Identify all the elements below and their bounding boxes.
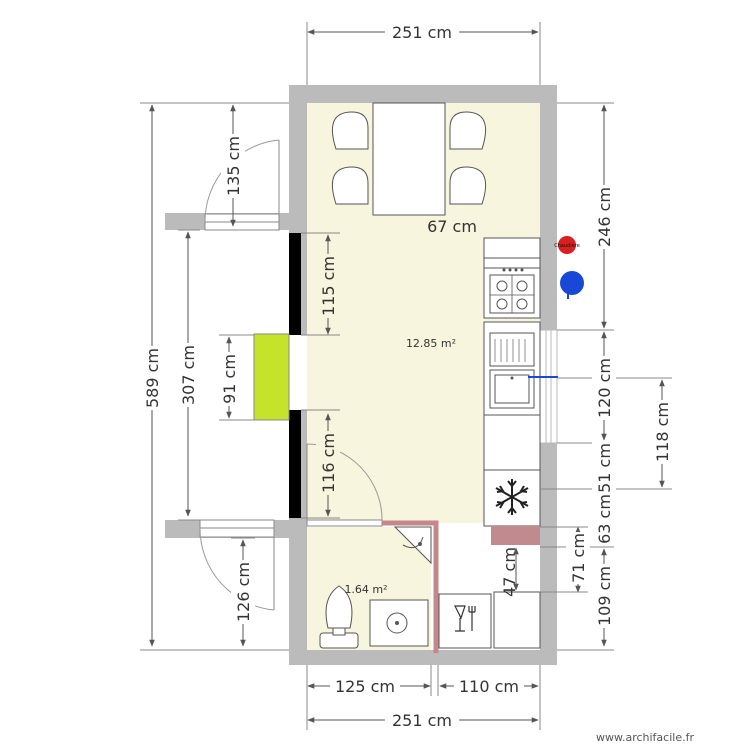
dim-right-109: 109 cm [595, 566, 614, 626]
dim-right-71: 71 cm [569, 533, 588, 583]
dishwasher-icon [438, 593, 492, 649]
cooktop-icon [489, 268, 535, 314]
svg-text:Chaudière: Chaudière [554, 242, 580, 249]
dim-label-bg [454, 675, 524, 697]
dim-window: 91 cm [220, 354, 239, 404]
boiler-icon: Chaudière [554, 236, 580, 254]
dim-right-246: 246 cm [595, 187, 614, 247]
dim-door-bottom: 126 cm [234, 562, 253, 622]
dim-bottom-right: 110 cm [459, 677, 519, 696]
dim-wall-116: 116 cm [319, 433, 338, 493]
dim-top-width: 251 cm [392, 23, 452, 42]
bathroom-partition [382, 520, 439, 653]
dim-inner-67: 67 cm [427, 217, 477, 236]
dim-door-top: 135 cm [224, 136, 243, 196]
snowflake-icon [495, 479, 529, 515]
dim-label-bg [385, 21, 459, 43]
dim-wall-115: 115 cm [319, 256, 338, 316]
dim-right-120: 120 cm [595, 358, 614, 418]
appliance-cabinet [493, 591, 541, 649]
wall-segment-upper [289, 233, 301, 335]
dining-table [332, 102, 486, 216]
dim-label-bg [330, 675, 400, 697]
chair-icon [332, 166, 369, 205]
water-heater-icon [560, 271, 584, 299]
extension-lines [140, 22, 672, 730]
chair-icon [449, 111, 486, 150]
dim-label-bg [385, 709, 459, 731]
kitchen-area-label: 12.85 m² [406, 337, 456, 350]
toilet-icon [319, 585, 359, 649]
dim-right-118: 118 cm [653, 402, 672, 462]
corner-sink-icon [393, 526, 432, 565]
chair-icon [449, 166, 486, 205]
dim-inner-47: 47 cm [500, 547, 519, 597]
wall-segment-lower [289, 410, 301, 518]
wall-opening [289, 335, 307, 410]
bathroom-area-label: 1.64 m² [344, 583, 387, 596]
dim-bottom-width: 251 cm [392, 711, 452, 730]
dim-bottom-left: 125 cm [335, 677, 395, 696]
dim-right-63: 63 cm [595, 494, 614, 544]
worktop-end [491, 526, 540, 545]
vertical-dimension-labels: 589 cm 307 cm 135 cm 126 cm 91 cm 115 cm… [140, 134, 674, 628]
sink-icon [489, 332, 558, 409]
dim-right-51: 51 cm [595, 443, 614, 493]
right-window [539, 329, 558, 444]
dim-total-height: 589 cm [143, 348, 162, 408]
shower-icon [369, 599, 429, 647]
door-bottom [199, 519, 275, 611]
credit-link[interactable]: www.archifacile.fr [596, 731, 694, 744]
dim-left-307: 307 cm [179, 345, 198, 405]
chair-icon [332, 111, 369, 150]
window [253, 333, 290, 421]
